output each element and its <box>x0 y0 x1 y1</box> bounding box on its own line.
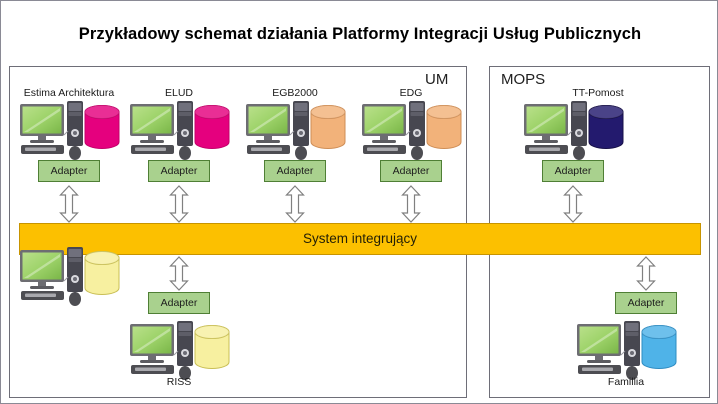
connector-arrow-estima-architektura <box>59 185 79 223</box>
connector-arrow-egb2000 <box>285 185 305 223</box>
workstation-edg <box>361 101 462 163</box>
node-label-elud: ELUD <box>164 87 194 99</box>
bidirectional-arrow-icon <box>636 256 656 291</box>
workstation-hub <box>19 247 120 309</box>
workstation-tt-pomost <box>523 101 624 163</box>
node-label-egb2000: EGB2000 <box>272 87 318 99</box>
adapter-estima-architektura[interactable]: Adapter <box>38 160 100 182</box>
workstation-icon <box>362 101 462 160</box>
workstation-icon <box>20 247 120 306</box>
bidirectional-arrow-icon <box>59 185 79 223</box>
workstation-icon <box>577 321 677 380</box>
bidirectional-arrow-icon <box>285 185 305 223</box>
connector-arrow-famillia <box>636 256 656 291</box>
workstation-famillia <box>576 321 677 383</box>
connector-arrow-edg <box>401 185 421 223</box>
connector-arrow-tt-pomost <box>563 185 583 223</box>
node-label-edg: EDG <box>399 87 423 99</box>
bidirectional-arrow-icon <box>169 185 189 223</box>
adapter-famillia[interactable]: Adapter <box>615 292 677 314</box>
adapter-elud[interactable]: Adapter <box>148 160 210 182</box>
bidirectional-arrow-icon <box>563 185 583 223</box>
connector-arrow-riss <box>169 256 189 291</box>
adapter-tt-pomost[interactable]: Adapter <box>542 160 604 182</box>
node-label-famillia: Famillia <box>607 376 645 388</box>
workstation-estima-architektura <box>19 101 120 163</box>
adapter-egb2000[interactable]: Adapter <box>264 160 326 182</box>
node-label-estima-architektura: Estima Architektura <box>23 87 115 99</box>
system-integrating-label: System integrujący <box>302 231 418 246</box>
connector-arrow-elud <box>169 185 189 223</box>
group-label-mops: MOPS <box>501 71 546 88</box>
system-integrating-bar: System integrujący <box>19 223 701 255</box>
adapter-riss[interactable]: Adapter <box>148 292 210 314</box>
adapter-edg[interactable]: Adapter <box>380 160 442 182</box>
workstation-icon <box>246 101 346 160</box>
workstation-icon <box>130 101 230 160</box>
node-label-riss: RISS <box>166 376 192 388</box>
workstation-icon <box>130 321 230 380</box>
bidirectional-arrow-icon <box>401 185 421 223</box>
workstation-riss <box>129 321 230 383</box>
group-label-um: UM <box>425 71 449 88</box>
page-title: Przykładowy schemat działania Platformy … <box>78 25 642 43</box>
workstation-elud <box>129 101 230 163</box>
node-label-tt-pomost: TT-Pomost <box>572 87 624 99</box>
bidirectional-arrow-icon <box>169 256 189 291</box>
workstation-egb2000 <box>245 101 346 163</box>
workstation-icon <box>524 101 624 160</box>
workstation-icon <box>20 101 120 160</box>
